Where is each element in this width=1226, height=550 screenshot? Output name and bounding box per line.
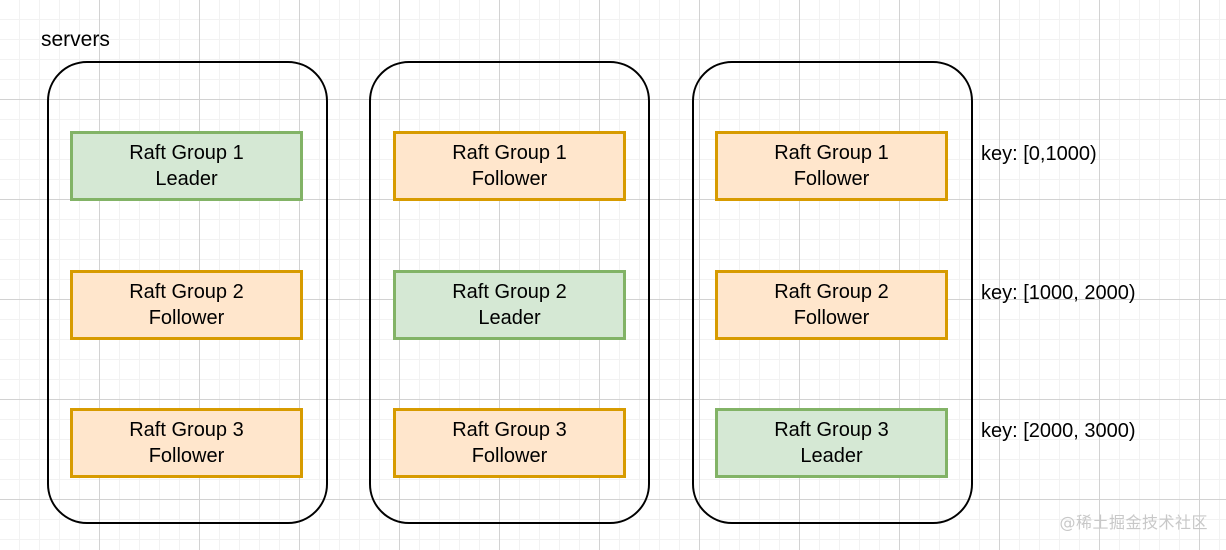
raft-group-box: Raft Group 3 Leader	[715, 408, 948, 478]
raft-group-name: Raft Group 1	[452, 142, 567, 164]
raft-group-name: Raft Group 3	[774, 419, 889, 441]
raft-group-role: Leader	[478, 307, 541, 329]
watermark: @稀土掘金技术社区	[1059, 513, 1208, 532]
raft-group-role: Follower	[148, 445, 225, 467]
raft-group-name: Raft Group 3	[129, 419, 244, 441]
raft-group-name: Raft Group 3	[452, 419, 567, 441]
raft-group-role: Follower	[471, 168, 548, 190]
raft-group-name: Raft Group 1	[129, 142, 244, 164]
raft-group-name: Raft Group 2	[129, 281, 244, 303]
key-range-label: key: [1000, 2000)	[981, 282, 1136, 304]
raft-group-role: Follower	[793, 307, 870, 329]
server-container-2	[369, 61, 650, 524]
raft-group-box: Raft Group 2 Follower	[70, 270, 303, 340]
raft-group-box: Raft Group 2 Follower	[715, 270, 948, 340]
raft-group-box: Raft Group 2 Leader	[393, 270, 626, 340]
servers-label: servers	[41, 28, 110, 51]
server-container-1	[47, 61, 328, 524]
raft-group-role: Follower	[793, 168, 870, 190]
raft-group-box: Raft Group 3 Follower	[393, 408, 626, 478]
raft-group-role: Leader	[800, 445, 863, 467]
raft-group-role: Leader	[155, 168, 218, 190]
raft-group-name: Raft Group 1	[774, 142, 889, 164]
key-range-label: key: [2000, 3000)	[981, 420, 1136, 442]
key-range-label: key: [0,1000)	[981, 143, 1097, 165]
raft-group-box: Raft Group 1 Leader	[70, 131, 303, 201]
raft-group-role: Follower	[148, 307, 225, 329]
raft-group-role: Follower	[471, 445, 548, 467]
raft-group-box: Raft Group 1 Follower	[715, 131, 948, 201]
raft-group-name: Raft Group 2	[452, 281, 567, 303]
raft-group-box: Raft Group 3 Follower	[70, 408, 303, 478]
server-container-3	[692, 61, 973, 524]
raft-group-name: Raft Group 2	[774, 281, 889, 303]
raft-group-box: Raft Group 1 Follower	[393, 131, 626, 201]
